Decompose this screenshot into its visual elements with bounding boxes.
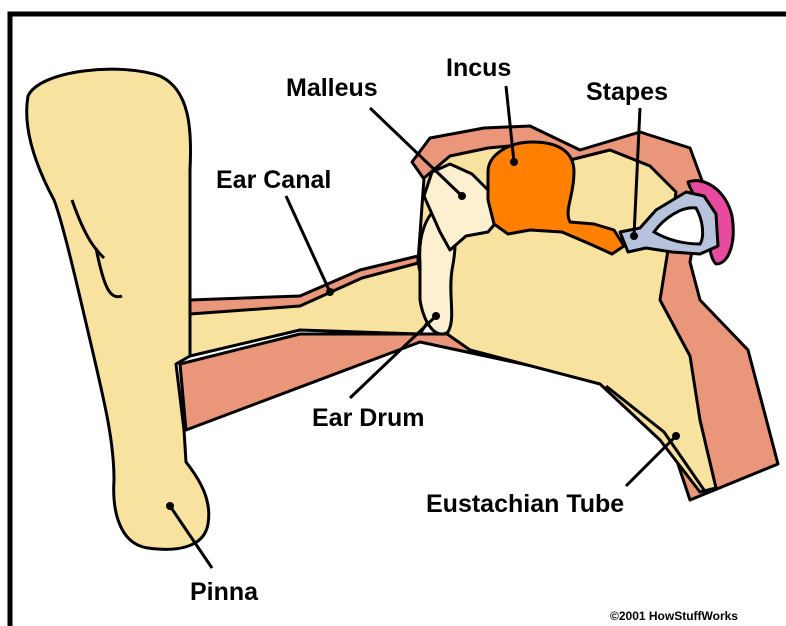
dot-incus [510, 158, 518, 166]
leader-ear-canal [286, 196, 330, 292]
label-stapes: Stapes [586, 78, 668, 106]
dot-eustachian-tube [672, 432, 680, 440]
label-pinna: Pinna [190, 578, 259, 606]
label-ear-canal: Ear Canal [216, 166, 331, 194]
pinna [27, 69, 209, 549]
label-incus: Incus [446, 54, 511, 82]
dot-ear-canal [326, 288, 334, 296]
label-ear-drum: Ear Drum [312, 404, 425, 432]
dot-stapes [630, 232, 638, 240]
dot-pinna [166, 502, 174, 510]
dot-malleus [458, 192, 466, 200]
copyright-credit: ©2001 HowStuffWorks [610, 609, 738, 623]
leader-eustachian-tube [626, 436, 676, 486]
label-eustachian-tube: Eustachian Tube [426, 490, 624, 518]
label-malleus: Malleus [286, 74, 378, 102]
dot-ear-drum [432, 312, 440, 320]
